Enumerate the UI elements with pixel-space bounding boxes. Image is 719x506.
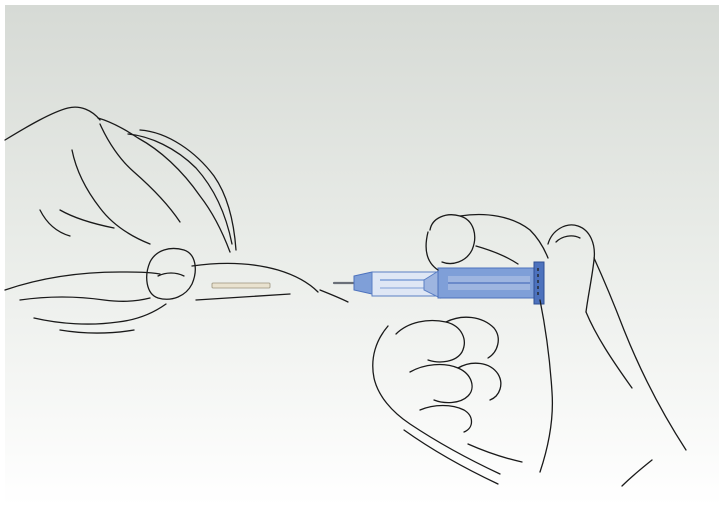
gradient-background [5, 5, 719, 506]
skin-mark [212, 283, 270, 288]
